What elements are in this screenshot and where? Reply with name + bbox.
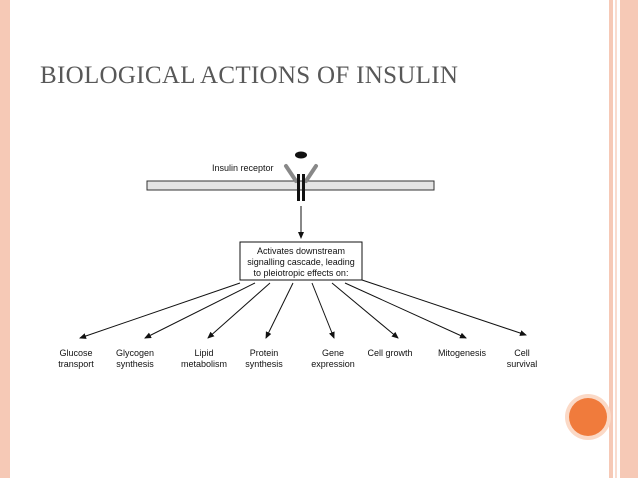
effect-gene-expression-line-1: Gene: [322, 348, 344, 358]
receptor-label: Insulin receptor: [212, 163, 274, 173]
right-accent-stripe: [609, 0, 613, 478]
effect-glycogen-synthesis-line-1: Glycogen: [116, 348, 154, 358]
effect-lipid-metabolism-line-2: metabolism: [181, 359, 227, 369]
arrow-glucose-transport: [79, 282, 241, 339]
cell-membrane: [146, 180, 435, 191]
effect-cell-growth: Cell growth: [367, 348, 412, 358]
effect-protein-synthesis-line-2: synthesis: [245, 359, 283, 369]
arrow-protein-synthesis: [265, 282, 294, 339]
slide-title: BIOLOGICAL ACTIONS OF INSULIN: [40, 62, 459, 89]
effect-cell-survival-line-1: Cell: [514, 348, 530, 358]
effect-glycogen-synthesis-line-2: synthesis: [116, 359, 154, 369]
cascade-text-line-1: Activates downstream: [257, 246, 345, 256]
arrow-mitogenesis: [344, 282, 467, 339]
effect-gene-expression-line-2: expression: [311, 359, 355, 369]
arrow-gene-expression: [311, 282, 335, 339]
effect-protein-synthesis-line-1: Protein: [250, 348, 279, 358]
cascade-box: [239, 241, 363, 281]
effect-cell-survival-line-2: survival: [507, 359, 538, 369]
left-accent-stripe: [0, 0, 10, 478]
arrow-cell-survival: [361, 279, 527, 336]
orange-circle-decoration: [569, 398, 607, 436]
insulin-receptor-icon: [284, 164, 318, 201]
cascade-text-line-3: to pleiotropic effects on:: [254, 268, 349, 278]
right-accent-stripe-thin: [615, 0, 617, 478]
cascade-text-line-2: signalling cascade, leading: [247, 257, 355, 267]
effect-glucose-transport-line-1: Glucose: [59, 348, 92, 358]
arrow-lipid-metabolism: [207, 282, 271, 339]
effect-lipid-metabolism-line-1: Lipid: [194, 348, 213, 358]
right-accent-band: [620, 0, 638, 478]
effect-mitogenesis: Mitogenesis: [438, 348, 487, 358]
arrow-glycogen-synthesis: [144, 282, 256, 339]
arrow-cell-growth: [331, 282, 399, 339]
insulin-molecule: [295, 151, 307, 159]
effect-glucose-transport-line-2: transport: [58, 359, 94, 369]
